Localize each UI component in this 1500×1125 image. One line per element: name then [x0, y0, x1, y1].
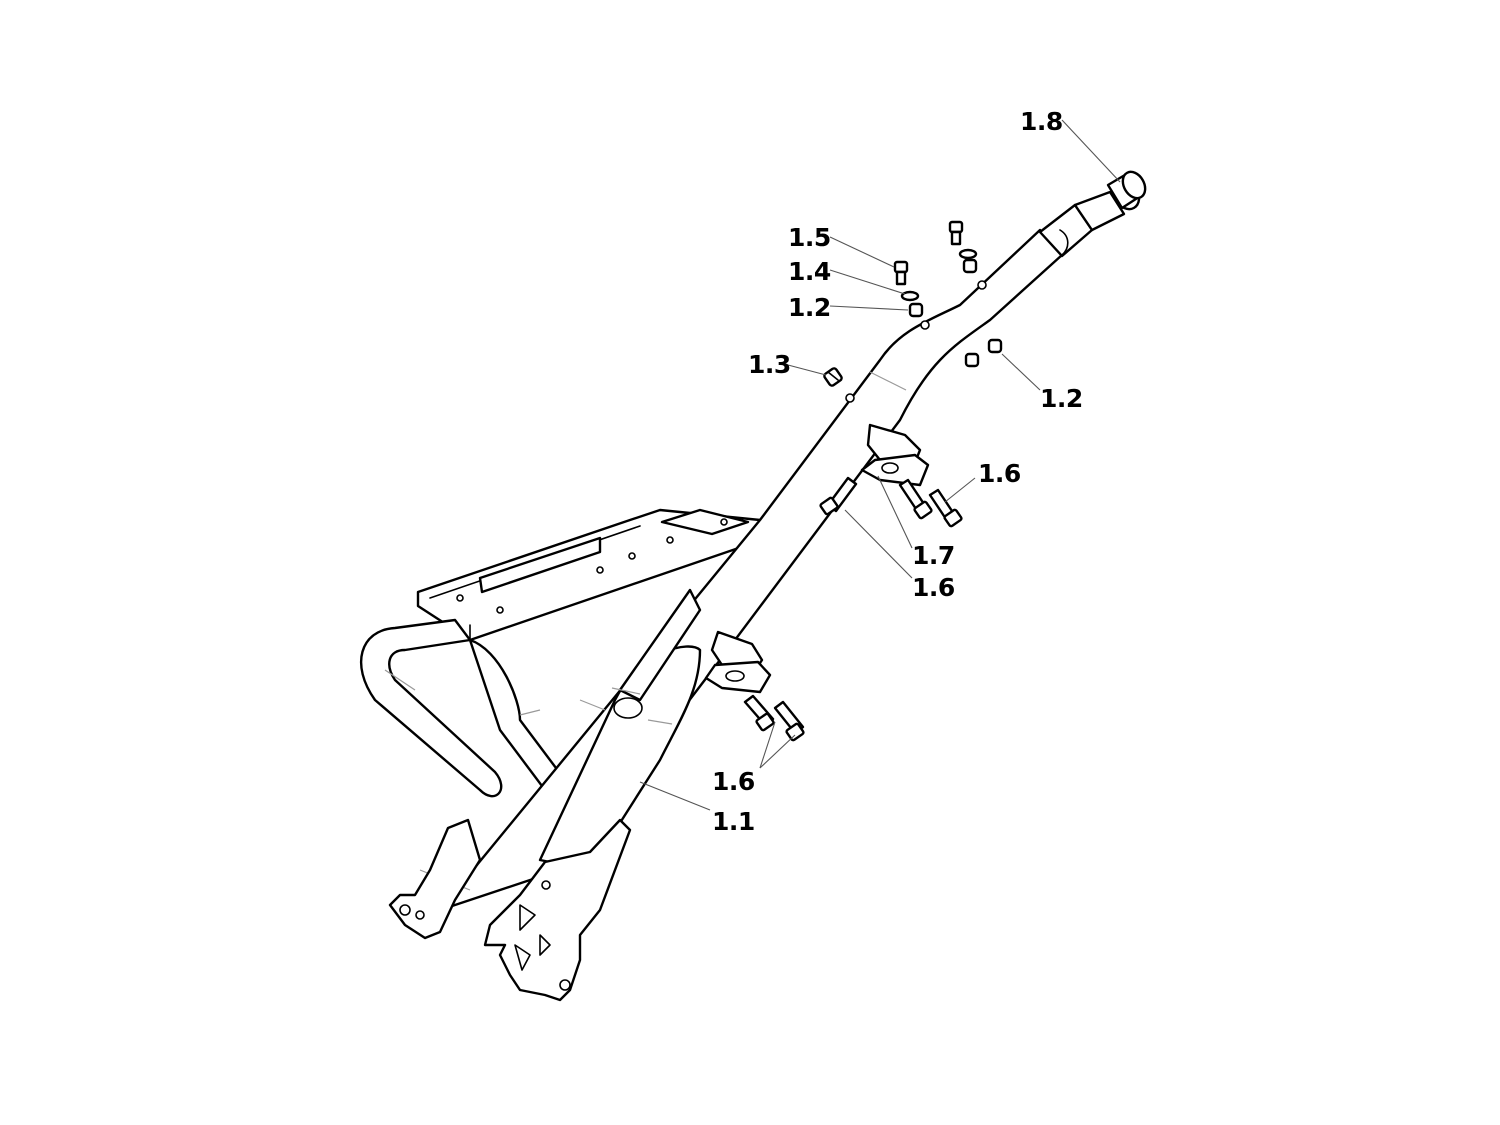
- bolt-stack-right: [948, 220, 978, 274]
- right-dropout: [483, 818, 632, 1002]
- label-1-4: 1.4: [788, 257, 831, 286]
- label-1-3: 1.3: [748, 350, 791, 379]
- label-1-2-upper: 1.2: [788, 293, 831, 322]
- label-1-5: 1.5: [788, 223, 831, 252]
- leader-lines: [639, 119, 1121, 811]
- label-1-7: 1.7: [912, 541, 955, 570]
- end-cap-1-8: [1106, 170, 1147, 211]
- bolt-stack-left: [893, 260, 924, 318]
- part-labels: 1.8 1.5 1.4 1.2 1.3 1.2 1.6 1.7 1.6 1.6 …: [712, 107, 1083, 836]
- label-1-2-right: 1.2: [1040, 384, 1083, 413]
- bolts-upper: [819, 476, 963, 528]
- left-dropout: [388, 818, 482, 940]
- lower-tubes: [538, 588, 702, 872]
- label-1-6-upper-right: 1.6: [978, 459, 1021, 488]
- label-1-8: 1.8: [1020, 107, 1063, 136]
- label-1-6-middle: 1.6: [912, 573, 955, 602]
- frame-1-1: [359, 190, 1126, 1002]
- label-1-6-lower: 1.6: [712, 767, 755, 796]
- plug-1-3: [823, 367, 843, 387]
- main-spine: [419, 190, 1126, 912]
- bolts-lower: [743, 694, 805, 742]
- lower-clamp: [704, 630, 772, 694]
- nuts-right: [964, 338, 1003, 368]
- label-1-1: 1.1: [712, 807, 755, 836]
- luggage-rack: [416, 508, 764, 642]
